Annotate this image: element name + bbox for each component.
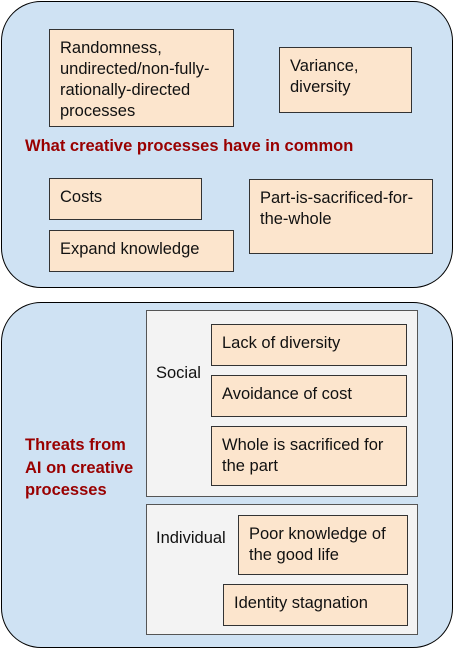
threats-heading: Threats from AI on creative processes	[25, 436, 134, 499]
variance-box: Variance, diversity	[279, 47, 412, 113]
identity-stagnation-box: Identity stagnation	[223, 584, 408, 626]
randomness-box: Randomness, undirected/non-fully-rationa…	[49, 29, 234, 127]
individual-label: Individual	[156, 529, 226, 547]
expand-knowledge-box: Expand knowledge	[49, 230, 234, 272]
lack-of-diversity-box: Lack of diversity	[211, 324, 407, 366]
poor-knowledge-box: Poor knowledge of the good life	[238, 515, 408, 575]
avoidance-of-cost-box: Avoidance of cost	[211, 375, 407, 417]
whole-sacrificed-box: Whole is sacrificed for the part	[211, 426, 407, 486]
part-sacrificed-box: Part-is-sacrificed-for-the-whole	[249, 179, 433, 254]
common-heading: What creative processes have in common	[25, 137, 354, 155]
costs-box: Costs	[49, 178, 202, 220]
social-label: Social	[156, 364, 201, 382]
